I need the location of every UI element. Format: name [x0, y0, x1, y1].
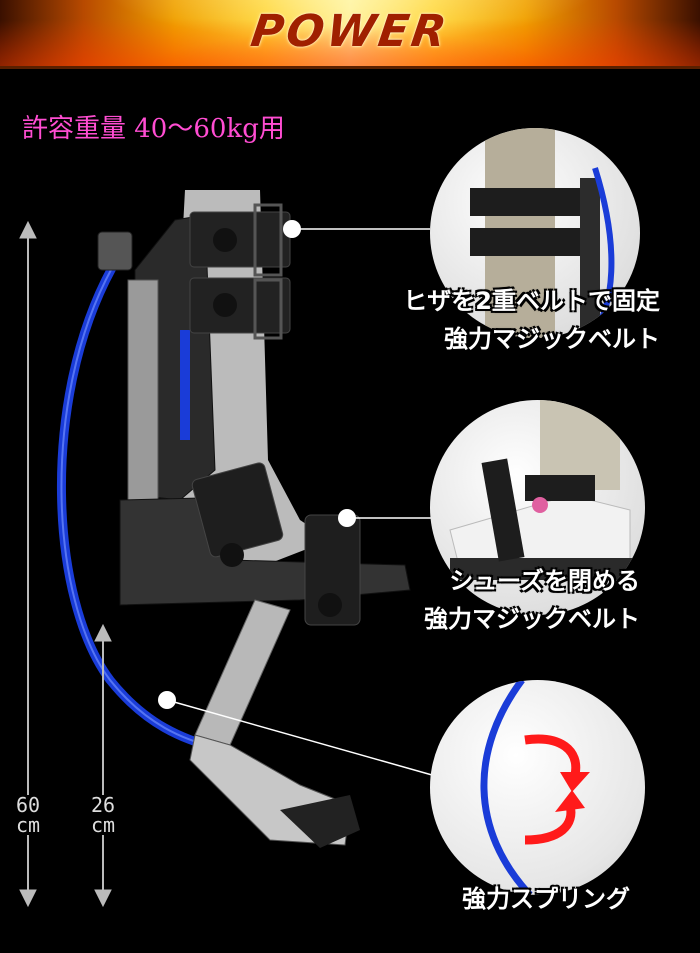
ankle-strap: [191, 462, 284, 558]
dimension-value: 60: [15, 793, 41, 817]
dimension-value: 26: [90, 793, 116, 817]
lower-leg-bar: [194, 599, 291, 746]
knee-strap-upper: [189, 211, 291, 268]
callout-line-1: シューズを閉める: [449, 567, 640, 595]
spring-callout: 強力スプリング: [400, 880, 630, 918]
spring-arc: [480, 680, 533, 895]
dimension-unit: cm: [90, 813, 116, 837]
power-banner: POWER: [0, 0, 700, 66]
callout-dot-shoe: [338, 509, 356, 527]
shoe-detail-photo: [430, 400, 645, 615]
dimension-arrow-26: [94, 623, 112, 908]
dimension-unit: cm: [15, 813, 41, 837]
dimension-arrow-60: [19, 220, 37, 908]
top-spring-clamp: [97, 231, 133, 271]
compression-arrow-up: [524, 803, 576, 845]
dimension-label-26: 26 cm: [83, 795, 123, 835]
spring-detail-photo: [430, 680, 645, 895]
callout-line-1: ヒザを2重ベルトで固定: [403, 287, 660, 315]
shoe-belt-callout: シューズを閉める 強力マジックベルト: [360, 562, 640, 638]
shoe-strap: [304, 514, 361, 626]
callout-line-2: 強力マジックベルト: [424, 605, 640, 633]
metal-frame: [127, 279, 159, 501]
knee-detail-photo: [430, 128, 640, 338]
callout-line-2: 強力マジックベルト: [444, 325, 660, 353]
dimension-label-60: 60 cm: [8, 795, 48, 835]
callout-dot-spring: [158, 691, 176, 709]
callout-dot-knee: [283, 220, 301, 238]
callout-line-spring: [166, 699, 433, 776]
banner-divider: [0, 66, 700, 69]
compression-arrow-down: [524, 734, 581, 776]
callout-line-1: 強力スプリング: [462, 885, 630, 913]
weight-capacity-label: 許容重量 40〜60kg用: [22, 114, 285, 144]
knee-strap-lower: [189, 277, 291, 334]
knee-belt-callout: ヒザを2重ベルトで固定 強力マジックベルト: [360, 282, 660, 358]
